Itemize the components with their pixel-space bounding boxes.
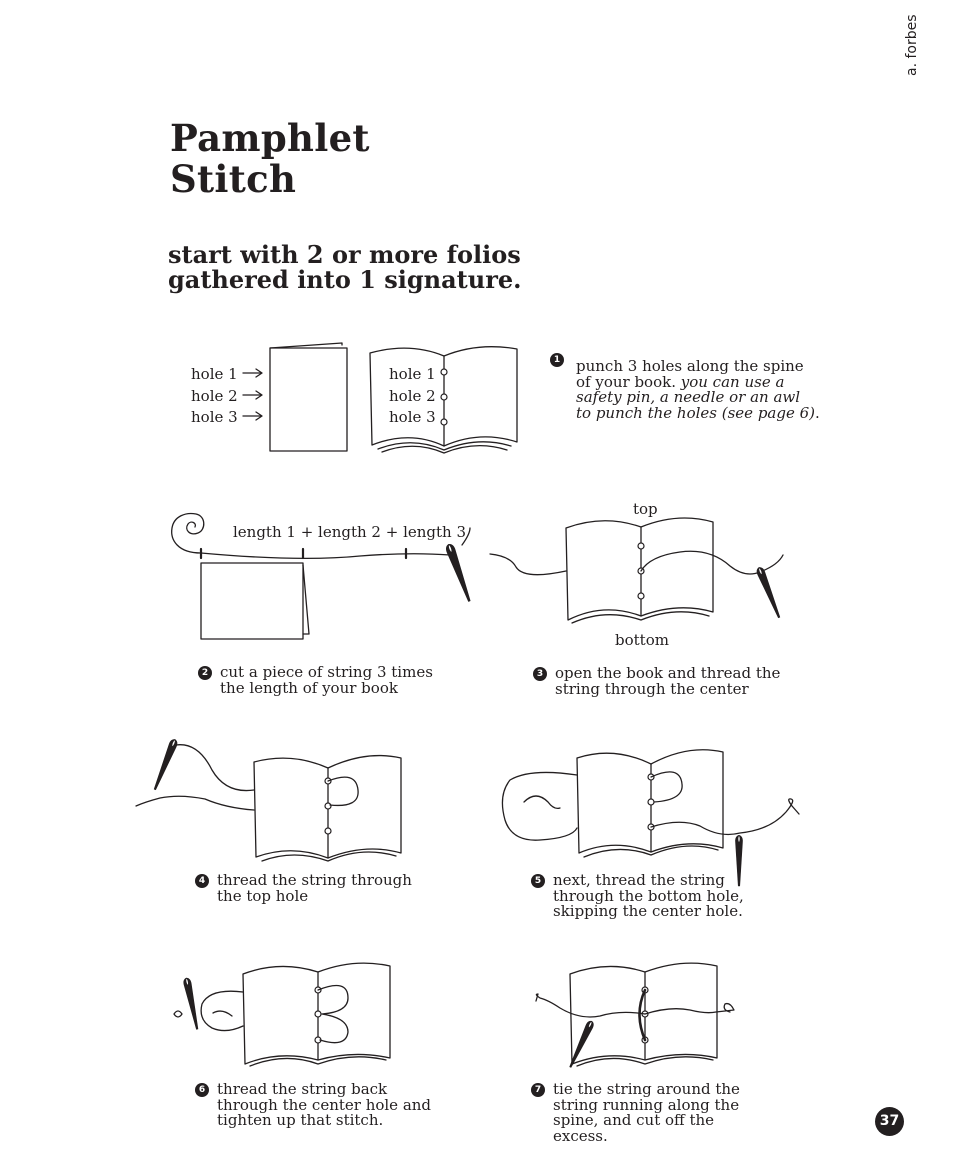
top-label: top — [633, 501, 658, 517]
step-5-line-3: skipping the center hole. — [553, 904, 744, 920]
closed-book-icon — [201, 563, 309, 639]
step-6-line-3: tighten up that stitch. — [217, 1113, 431, 1129]
right-hole-2-label: hole 2 — [389, 388, 436, 404]
open-book-icon — [243, 963, 390, 1066]
open-book-icon — [570, 963, 717, 1066]
left-hole-2-label: hole 2 — [191, 388, 238, 404]
step-number-3: 3 — [533, 667, 547, 681]
open-book-icon — [577, 750, 723, 857]
step-number-6: 6 — [195, 1083, 209, 1097]
right-hole-1-label: hole 1 — [389, 366, 436, 382]
open-book-icon — [254, 756, 401, 861]
step-number-7: 7 — [531, 1083, 545, 1097]
step-7-line-4: excess. — [553, 1129, 740, 1145]
open-book-icon — [566, 518, 713, 623]
needle-icon — [151, 738, 178, 790]
needle-icon — [756, 566, 783, 618]
step-number-4: 4 — [195, 874, 209, 888]
step-1-line-4: to punch the holes (see page 6). — [576, 406, 820, 422]
step-number-2: 2 — [198, 666, 212, 680]
page-number-badge: 37 — [875, 1107, 904, 1136]
step-4-line-2: the top hole — [217, 889, 412, 905]
string-coil-icon — [172, 514, 204, 553]
string-line — [201, 553, 450, 558]
left-hole-3-label: hole 3 — [191, 409, 238, 425]
length-label: length 1 + length 2 + length 3 — [233, 524, 466, 540]
step-number-1: 1 — [550, 353, 564, 367]
step-3-line-2: string through the center — [555, 682, 780, 698]
left-hole-1-label: hole 1 — [191, 366, 238, 382]
step-number-5: 5 — [531, 874, 545, 888]
right-hole-3-label: hole 3 — [389, 409, 436, 425]
needle-icon — [183, 978, 201, 1030]
needle-icon — [445, 543, 473, 602]
closed-book-icon — [270, 343, 347, 451]
bottom-label: bottom — [615, 632, 669, 648]
arrow-right-icon — [243, 369, 262, 420]
step-2-line-2: the length of your book — [220, 681, 433, 697]
